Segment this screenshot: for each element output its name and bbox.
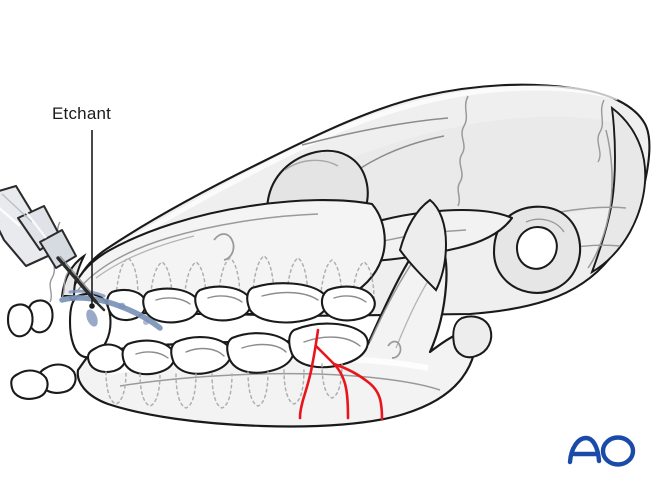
condylar-process <box>452 315 493 359</box>
infraorbital-foramen <box>213 233 235 261</box>
occipital-bone <box>555 105 647 275</box>
coronoid-process <box>398 198 448 292</box>
syringe-applicator <box>0 184 106 312</box>
lower-teeth-detail <box>135 336 361 359</box>
mandibular-teeth <box>10 322 369 400</box>
etchant-label: Etchant <box>52 104 112 123</box>
fracture-lines <box>298 328 384 421</box>
maxillary-teeth <box>6 282 376 359</box>
upper-teeth-detail <box>155 291 367 305</box>
external-acoustic-meatus <box>492 205 582 294</box>
mandibular-tooth-roots <box>105 363 343 409</box>
leader-line <box>89 130 95 309</box>
ao-logo-mark <box>567 435 636 467</box>
ao-logo <box>565 430 639 470</box>
etchant-gel <box>59 289 163 331</box>
